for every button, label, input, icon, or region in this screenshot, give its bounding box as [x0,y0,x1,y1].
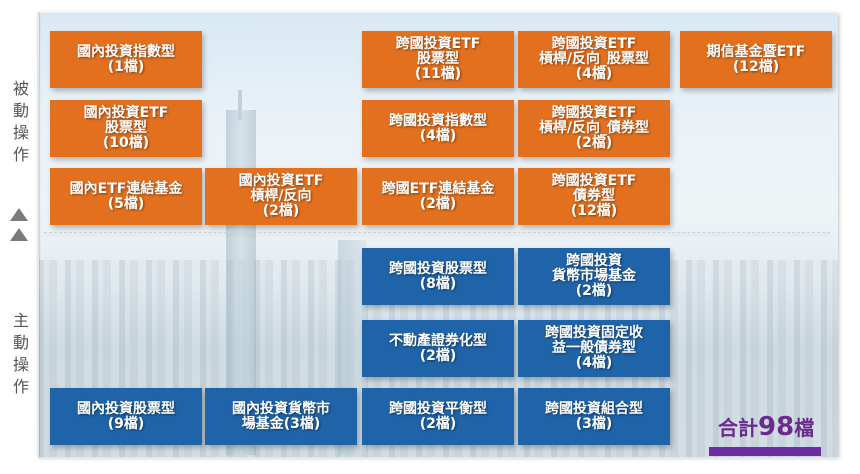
passive-operation-label: 被 動 操 作 [12,79,29,164]
up-triangle-icon [10,208,28,221]
x-axis-line [38,457,838,459]
fund-box-cross-border-etf-leveraged-equity[interactable]: 跨國投資ETF 槓桿/反向_股票型 (4檔) [518,31,670,88]
fund-box-reit[interactable]: 不動產證券化型 (2檔) [362,320,514,377]
fund-box-cross-border-equity[interactable]: 跨國投資股票型 (8檔) [362,248,514,305]
taipei-101-spire [238,90,242,120]
passive-active-divider [44,232,830,233]
fund-box-cross-border-fixed-income[interactable]: 跨國投資固定收 益一般債券型 (4檔) [518,320,670,377]
fund-box-futures-trust-etf[interactable]: 期信基金暨ETF (12檔) [680,31,832,88]
total-underline-bar [709,447,821,456]
fund-box-cross-border-etf-leveraged-bond[interactable]: 跨國投資ETF 槓桿/反向_債券型 (2檔) [518,100,670,157]
fund-box-cross-border-index[interactable]: 跨國投資指數型 (4檔) [362,100,514,157]
total-prefix: 合計 [718,416,758,440]
fund-box-domestic-etf-equity[interactable]: 國內投資ETF 股票型 (10檔) [50,100,202,157]
fund-box-domestic-etf-feeder[interactable]: 國內ETF連結基金 (5檔) [50,168,202,225]
fund-box-cross-border-balanced[interactable]: 跨國投資平衡型 (2檔) [362,388,514,445]
total-number: 98 [758,412,795,442]
fund-box-cross-border-etf-equity[interactable]: 跨國投資ETF 股票型 (11檔) [362,31,514,88]
fund-box-domestic-index[interactable]: 國內投資指數型 (1檔) [50,31,202,88]
fund-box-cross-border-fund-of-funds[interactable]: 跨國投資組合型 (3檔) [518,388,670,445]
fund-box-cross-border-money-market[interactable]: 跨國投資 貨幣市場基金 (2檔) [518,248,670,305]
active-operation-label: 主 動 操 作 [12,311,29,396]
y-axis-line [37,12,39,457]
fund-box-domestic-etf-leveraged-inverse[interactable]: 國內投資ETF 槓桿/反向 (2檔) [205,168,357,225]
total-suffix: 檔 [794,416,815,440]
fund-box-domestic-money-market[interactable]: 國內投資貨幣市 場基金(3檔) [205,388,357,445]
total-count: 合計98檔 [718,412,815,442]
up-triangle-icon [10,228,28,241]
fund-box-cross-border-etf-bond[interactable]: 跨國投資ETF 債券型 (12檔) [518,168,670,225]
fund-box-cross-border-etf-feeder[interactable]: 跨國ETF連結基金 (2檔) [362,168,514,225]
fund-box-domestic-equity[interactable]: 國內投資股票型 (9檔) [50,388,202,445]
